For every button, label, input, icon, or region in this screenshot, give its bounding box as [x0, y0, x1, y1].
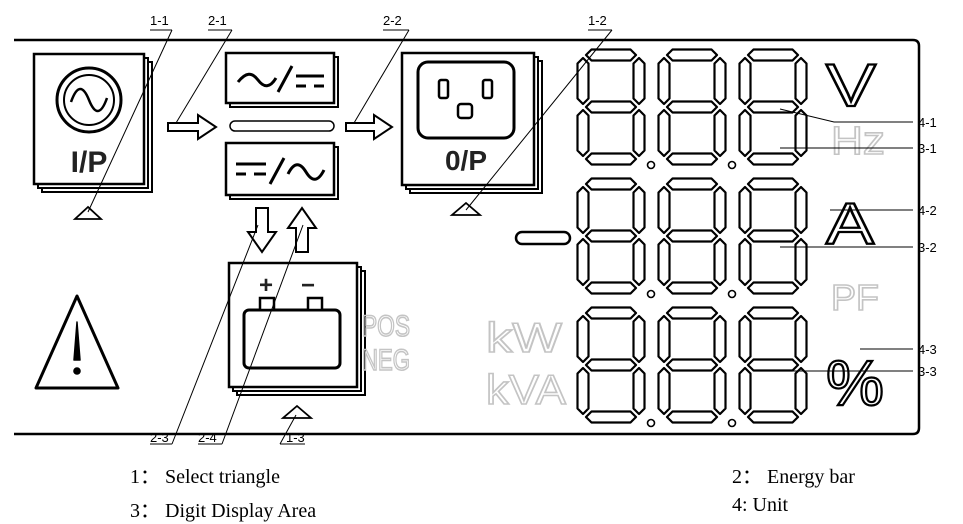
- battery-plus-label: +: [259, 272, 273, 299]
- select-triangle-output: [449, 201, 483, 216]
- warning-icon: [34, 294, 120, 390]
- seven-segment-digit-r2-c1: [576, 177, 656, 299]
- legend-select-triangle: 1： Select triangle: [130, 466, 280, 488]
- decimal-point: [727, 418, 737, 428]
- callout-4-2: 4-2: [918, 203, 937, 218]
- unit-power-factor: PF: [831, 277, 879, 318]
- dc-ac-converter-box: [224, 141, 339, 200]
- unit-kilowatt: kW: [486, 314, 562, 361]
- seven-segment-digit-r1-c1: [576, 48, 656, 170]
- seven-segment-digit-r1-c2: [657, 48, 737, 170]
- unit-hertz: Hz: [831, 119, 885, 163]
- digit-segments: [657, 48, 727, 166]
- digit-segments: [576, 48, 646, 166]
- battery-minus-label: −: [301, 272, 315, 299]
- input-icon: I/P: [32, 52, 153, 193]
- callout-1-3: 1-3: [286, 430, 305, 445]
- callout-2-4: 2-4: [198, 430, 217, 445]
- outlet-icon: [416, 60, 516, 140]
- digit-segments: [576, 177, 646, 295]
- output-label: 0/P: [445, 145, 487, 176]
- callout-3-1: 3-1: [918, 141, 937, 156]
- output-icon: 0/P: [400, 51, 543, 194]
- decimal-point: [727, 289, 737, 299]
- unit-kilovolt-amp: kVA: [486, 366, 566, 413]
- callout-2-2: 2-2: [383, 13, 402, 28]
- negative-sign-segment: [514, 230, 572, 246]
- callout-3-3: 3-3: [918, 364, 937, 379]
- seven-segment-digit-r3-c2: [657, 306, 737, 428]
- pos-indicator: POS: [362, 310, 410, 343]
- unit-percent: %: [826, 347, 884, 419]
- energy-bar: [229, 120, 335, 132]
- digit-display-area: [576, 48, 808, 428]
- arrow-from-battery: [286, 206, 318, 253]
- decimal-point: [646, 160, 656, 170]
- arrow-to-battery: [246, 207, 278, 254]
- ac-sine-icon: [55, 66, 123, 134]
- input-label: I/P: [71, 146, 108, 179]
- digit-segments: [576, 306, 646, 424]
- seven-segment-digit-r3-c1: [576, 306, 656, 428]
- decimal-point: [727, 160, 737, 170]
- decimal-point: [646, 289, 656, 299]
- lcd-panel-frame: [14, 38, 921, 436]
- seven-segment-digit-r1-c3: [738, 48, 808, 166]
- digit-segments: [738, 177, 808, 295]
- callout-4-3: 4-3: [918, 342, 937, 357]
- legend-energy-bar: 2： Energy bar: [732, 466, 855, 488]
- ac-dc-icon: [236, 65, 324, 93]
- select-triangle-battery: [280, 404, 314, 419]
- unit-volt: V: [826, 52, 876, 119]
- digit-segments: [738, 306, 808, 424]
- callout-1-2: 1-2: [588, 13, 607, 28]
- callout-2-3: 2-3: [150, 430, 169, 445]
- seven-segment-digit-r2-c3: [738, 177, 808, 295]
- arrow-input-to-inverter: [167, 113, 218, 141]
- callout-lines: [87, 29, 913, 445]
- callout-3-2: 3-2: [918, 240, 937, 255]
- digit-segments: [657, 177, 727, 295]
- arrow-inverter-to-output: [345, 113, 394, 141]
- callout-1-1: 1-1: [150, 13, 169, 28]
- dc-ac-icon: [236, 157, 326, 185]
- callout-2-1: 2-1: [208, 13, 227, 28]
- seven-segment-digit-r2-c2: [657, 177, 737, 299]
- ac-dc-converter-box: [224, 51, 339, 108]
- seven-segment-digit-r3-c3: [738, 306, 808, 424]
- select-triangle-input: [72, 205, 104, 220]
- digit-segments: [657, 306, 727, 424]
- battery-icon: + −: [227, 261, 366, 396]
- decimal-point: [646, 418, 656, 428]
- callout-4-1: 4-1: [918, 115, 937, 130]
- neg-indicator: NEG: [362, 344, 410, 377]
- digit-segments: [738, 48, 808, 166]
- legend-unit: 4: Unit: [732, 494, 789, 516]
- legend-digit-display-area: 3： Digit Display Area: [130, 500, 317, 522]
